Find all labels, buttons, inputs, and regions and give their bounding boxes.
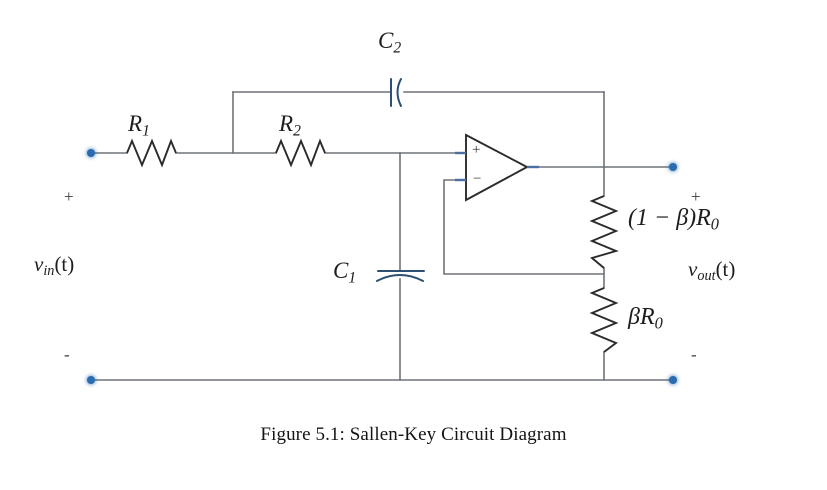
label-r-lower: βR0 bbox=[628, 304, 663, 333]
terminal-dots bbox=[87, 149, 677, 384]
label-c1: C1 bbox=[333, 258, 357, 287]
terminal-dot-input-positive bbox=[87, 149, 95, 157]
opamp-symbol bbox=[455, 133, 539, 202]
label-r2: R2 bbox=[279, 111, 301, 140]
label-v-in: vin(t) bbox=[34, 252, 75, 279]
output-positive-sign: + bbox=[691, 187, 701, 206]
resistor-rlower-zigzag bbox=[589, 287, 619, 353]
opamp-minus-sign: − bbox=[473, 171, 482, 187]
wires bbox=[90, 91, 674, 381]
input-positive-sign: + bbox=[64, 187, 74, 206]
terminal-dot-output-positive bbox=[669, 163, 677, 171]
output-negative-sign: - bbox=[691, 345, 697, 364]
label-v-out: vout(t) bbox=[688, 257, 736, 284]
opamp-plus-sign: + bbox=[472, 142, 481, 158]
capacitors bbox=[376, 78, 425, 282]
capacitor-c2-plate-curved bbox=[396, 78, 402, 107]
label-c2: C2 bbox=[378, 28, 402, 57]
input-negative-sign: - bbox=[64, 345, 70, 364]
resistors bbox=[126, 138, 619, 353]
terminal-dot-input-negative bbox=[87, 376, 95, 384]
resistor-rupper-zigzag bbox=[589, 195, 619, 269]
capacitor-c1-plate-curved bbox=[376, 274, 424, 282]
label-r1: R1 bbox=[128, 111, 150, 140]
resistor-r1-zigzag bbox=[126, 138, 177, 168]
opamp-triangle bbox=[465, 133, 530, 202]
terminal-dot-output-negative bbox=[669, 376, 677, 384]
label-r-upper: (1 − β)R0 bbox=[628, 205, 719, 234]
figure-caption: Figure 5.1: Sallen-Key Circuit Diagram bbox=[260, 424, 567, 445]
resistor-r2-zigzag bbox=[275, 138, 326, 168]
